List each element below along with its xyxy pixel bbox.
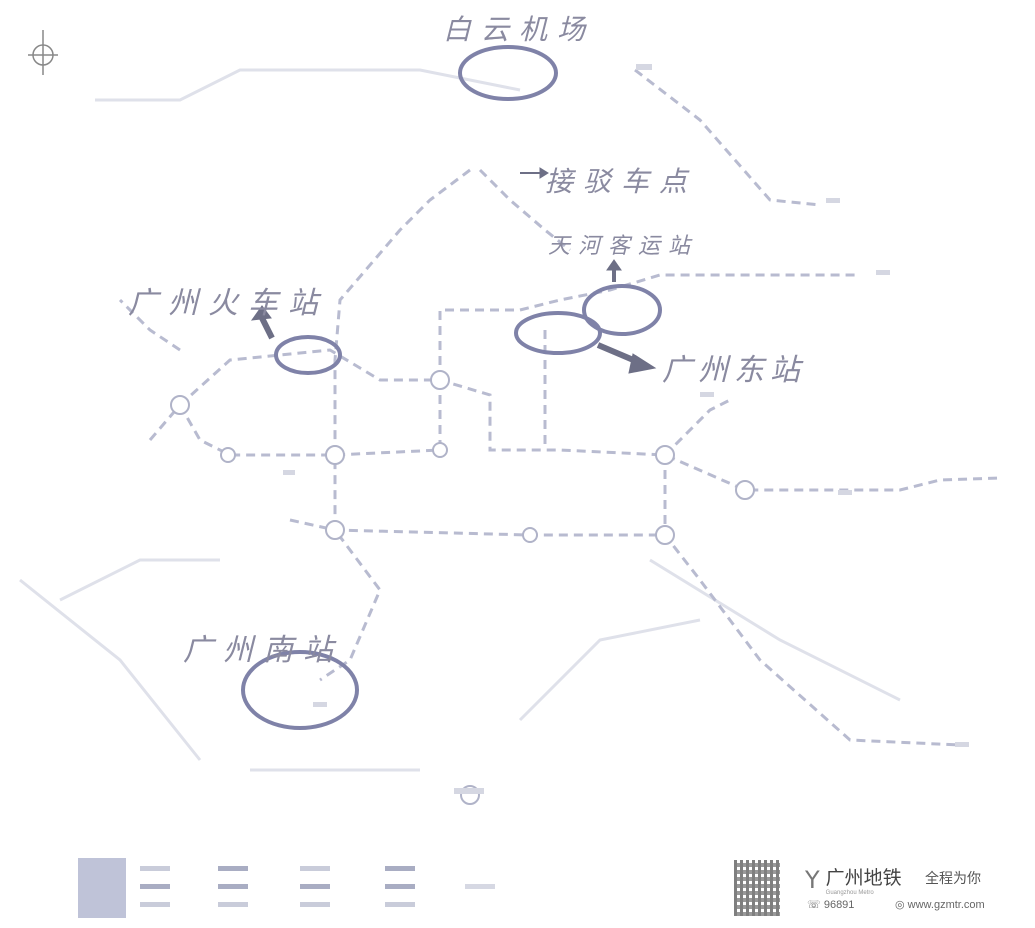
station [522,527,538,543]
gz-station-arrow-head [250,305,272,321]
station [432,442,448,458]
line-4 [289,518,961,747]
minor-labels [283,64,969,794]
background-lines [19,68,901,772]
website[interactable]: ◎ www.gzmtr.com [895,899,985,911]
guangzhou-east-label: 广州东站 [662,353,806,388]
tianhe-arrow-head [606,259,622,271]
metro-lines [118,68,1001,747]
station [655,445,675,465]
line-loop [178,380,442,457]
tianhe-bus-station-label: 天河客运站 [548,234,699,259]
stations [170,370,755,805]
guangzhou-south-highlight [241,650,359,730]
slogan: 全程为你 [925,871,981,887]
gz-east-arrow-line [596,342,640,365]
hotline: ☏ 96891 [807,899,855,911]
globe-icon: ◎ [895,899,905,911]
guangzhou-station-label: 广州火车站 [128,286,328,321]
line-north [319,168,471,682]
highlights [241,45,662,730]
station [170,395,190,415]
legend-item [300,866,330,871]
line-airport-east [634,68,821,207]
legend-item [300,902,330,907]
legend-item [218,902,248,907]
station [430,370,450,390]
metro-logo: Y 广州地铁 Guangzhou Metro [805,863,902,897]
brand-name-en: Guangzhou Metro [825,890,874,896]
legend-item [385,902,415,907]
station [735,480,755,500]
brand-name: 广州地铁 [825,867,902,889]
legend-item [218,866,248,871]
legend-item [385,884,415,889]
line-7 [478,168,571,252]
station [325,520,345,540]
transfer-arrow-head [539,167,549,179]
legend-item [140,884,170,889]
legend-item [300,884,330,889]
guangzhou-south-label: 广州南站 [183,633,343,668]
line-west [118,298,181,352]
north-arrow-icon [28,30,58,75]
metro-logo-icon: Y [805,865,820,894]
legend-item [385,866,415,871]
airport-highlight [458,45,558,101]
legend-item [218,884,248,889]
gz-station-arrow-line [259,316,275,340]
legend-badge [78,858,126,918]
gz-east-arrow-head [628,353,657,374]
legend-item [465,884,495,889]
arrows [250,167,657,374]
line-2 [438,273,860,380]
legend-item [140,902,170,907]
phone-icon: ☏ [807,899,821,911]
airport-label: 白云机场 [443,13,596,46]
transfer-point-label: 接驳车点 [545,165,698,198]
line-3 [663,398,731,457]
tianhe-highlight [582,284,662,336]
guangzhou-station-highlight [274,335,342,375]
legend-item [140,866,170,871]
qr-code-icon [734,860,780,916]
station [220,447,236,463]
guangzhou-east-highlight [514,311,602,355]
station [325,445,345,465]
line-ring [178,348,1001,492]
station [655,525,675,545]
